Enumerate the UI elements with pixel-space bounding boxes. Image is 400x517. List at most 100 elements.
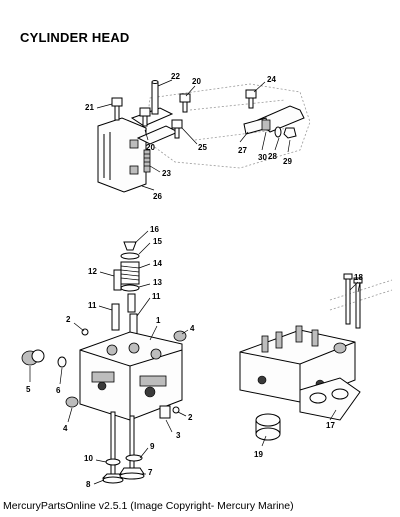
svg-text:15: 15	[153, 237, 162, 246]
svg-text:9: 9	[150, 442, 155, 451]
svg-text:14: 14	[153, 259, 162, 268]
pipe-plug[interactable]	[21, 349, 45, 366]
svg-text:22: 22	[171, 72, 180, 81]
callout-10: 10	[84, 454, 107, 463]
callout-4b: 4	[63, 407, 73, 433]
callout-2b: 2	[177, 411, 193, 422]
svg-text:12: 12	[88, 267, 97, 276]
svg-text:3: 3	[176, 431, 181, 440]
callout-16: 16	[134, 225, 159, 244]
callout-23: 23	[149, 165, 171, 178]
callout-18: 18	[349, 273, 363, 293]
rocker-bolt[interactable]	[111, 97, 123, 121]
svg-text:4: 4	[63, 424, 68, 433]
dowel-pin[interactable]	[172, 406, 180, 414]
callout-30: 30	[258, 131, 267, 162]
valve-seat-insert[interactable]	[125, 454, 143, 462]
svg-text:19: 19	[254, 450, 263, 459]
callout-26: 26	[141, 185, 162, 201]
top-assembly-group	[97, 80, 311, 193]
callout-14: 14	[138, 259, 162, 269]
svg-text:7: 7	[148, 468, 153, 477]
svg-text:20: 20	[192, 77, 201, 86]
svg-text:20: 20	[146, 143, 155, 152]
callout-21: 21	[85, 103, 113, 112]
svg-text:18: 18	[354, 273, 363, 282]
callout-28: 28	[268, 137, 280, 161]
nut[interactable]	[283, 127, 297, 139]
core-plug[interactable]	[65, 396, 79, 408]
callout-1: 1	[149, 316, 161, 341]
svg-text:28: 28	[268, 152, 277, 161]
stud[interactable]	[159, 405, 171, 419]
callout-20: 20	[185, 77, 201, 97]
callout-5: 5	[26, 366, 31, 394]
cylinder-head-exploded-group	[21, 241, 187, 484]
valve-keeper[interactable]	[123, 241, 137, 251]
callout-9: 9	[139, 442, 155, 459]
rocker-bolt[interactable]	[245, 89, 257, 109]
callout-22: 22	[157, 72, 180, 87]
valve-seat-insert[interactable]	[105, 458, 121, 466]
svg-text:13: 13	[153, 278, 162, 287]
gasket-washer[interactable]	[57, 356, 67, 368]
svg-text:16: 16	[150, 225, 159, 234]
rocker-bolt[interactable]	[139, 107, 151, 127]
svg-text:25: 25	[198, 143, 207, 152]
svg-text:21: 21	[85, 103, 94, 112]
rocker-arm-support-bracket[interactable]	[97, 117, 147, 193]
callout-6: 6	[56, 367, 63, 395]
valve-spring[interactable]	[120, 261, 140, 285]
head-bolt[interactable]	[353, 277, 363, 329]
svg-text:2: 2	[66, 315, 71, 324]
cylinder-head-gasket[interactable]	[299, 377, 361, 421]
callout-8: 8	[86, 479, 105, 489]
callout-2: 2	[66, 315, 85, 332]
sealing-washer[interactable]	[274, 126, 282, 138]
valve-spring-retainer[interactable]	[120, 252, 140, 260]
svg-text:11: 11	[88, 301, 97, 310]
assembled-head-group	[239, 273, 393, 441]
exhaust-valve[interactable]	[101, 411, 125, 484]
copyright-footer: MercuryPartsOnline v2.5.1 (Image Copyrig…	[3, 500, 294, 512]
callout-27: 27	[238, 131, 249, 155]
intake-valve[interactable]	[119, 415, 145, 480]
rocker-bolt[interactable]	[179, 93, 191, 113]
thermostat-housing-seal[interactable]	[255, 413, 281, 441]
svg-text:23: 23	[162, 169, 171, 178]
svg-text:8: 8	[86, 480, 91, 489]
callout-17: 17	[326, 409, 337, 430]
head-bolt[interactable]	[343, 273, 353, 325]
callout-19: 19	[254, 435, 267, 459]
callout-15: 15	[138, 237, 162, 255]
svg-text:6: 6	[56, 386, 61, 395]
svg-text:10: 10	[84, 454, 93, 463]
svg-text:11: 11	[152, 292, 161, 301]
threaded-stud[interactable]	[143, 149, 151, 173]
svg-text:24: 24	[267, 75, 276, 84]
page-title: CYLINDER HEAD	[20, 30, 130, 45]
svg-text:26: 26	[153, 192, 162, 201]
callout-25: 25	[181, 127, 207, 152]
valve-guide-seal[interactable]	[127, 293, 136, 313]
valve-guide[interactable]	[111, 303, 120, 331]
callout-4: 4	[181, 324, 195, 335]
callout-29: 29	[283, 139, 292, 166]
callout-11b: 11	[136, 292, 161, 317]
cylinder-head[interactable]	[79, 331, 183, 421]
svg-text:17: 17	[326, 421, 335, 430]
callout-labels: 1 2 2 3 4 4 5 6	[26, 72, 363, 489]
callout-20b: 20	[144, 129, 155, 152]
svg-text:1: 1	[156, 316, 161, 325]
valve-guide[interactable]	[113, 269, 122, 291]
rocker-bolt[interactable]	[171, 119, 183, 139]
callout-13: 13	[138, 278, 162, 288]
temperature-sender[interactable]	[243, 117, 271, 135]
svg-text:2: 2	[188, 413, 193, 422]
svg-text:29: 29	[283, 157, 292, 166]
push-rod[interactable]	[151, 80, 159, 115]
valve-spring-seat[interactable]	[120, 284, 140, 292]
svg-text:30: 30	[258, 153, 267, 162]
callout-24: 24	[253, 75, 276, 93]
